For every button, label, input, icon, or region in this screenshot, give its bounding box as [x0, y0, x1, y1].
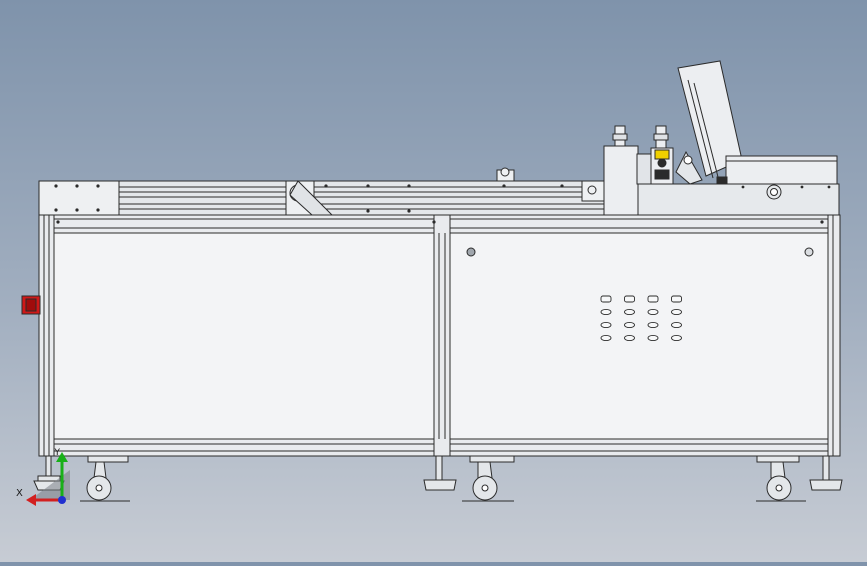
leveling-foot-icon [423, 455, 457, 491]
x-axis-label: X [16, 488, 23, 499]
left-post [38, 214, 55, 457]
control-indicator-icon [624, 334, 635, 342]
control-indicator-icon [600, 295, 612, 303]
control-indicator-icon [647, 334, 659, 342]
z-axis-dot [58, 496, 66, 504]
conveyor-end-plate [38, 180, 120, 216]
control-indicator-icon [647, 308, 659, 316]
knob-icon [657, 158, 667, 168]
panel-fastener-icon [466, 247, 476, 257]
control-indicator-icon [624, 308, 635, 316]
control-indicator-icon [671, 321, 682, 329]
caster-wheel-icon [469, 455, 515, 501]
conveyor-rail [118, 180, 608, 216]
leveling-foot-icon [809, 455, 843, 491]
caster-wheels [33, 455, 843, 502]
control-panel-grid [600, 295, 682, 342]
x-axis-arrowhead [26, 494, 36, 506]
output-tray [725, 155, 838, 185]
emergency-stop-button [21, 295, 41, 315]
control-indicator-icon [647, 295, 659, 303]
y-axis-label: Y [54, 448, 61, 458]
control-indicator-icon [647, 321, 659, 329]
control-indicator-icon [600, 321, 612, 329]
right-door-panel [449, 232, 829, 440]
feeder-assembly [603, 60, 840, 217]
center-post [433, 214, 451, 457]
right-post [827, 214, 841, 457]
conveyor-assembly [38, 167, 608, 216]
feeder-base [637, 183, 840, 216]
y-axis-arrowhead [56, 452, 68, 462]
control-indicator-icon [600, 308, 612, 316]
control-indicator-icon [624, 321, 635, 329]
control-indicator-icon [600, 334, 612, 342]
panel-fastener-icon [804, 247, 814, 257]
cabinet-frame [38, 214, 841, 457]
control-indicator-icon [671, 308, 682, 316]
conveyor-bolts [54, 184, 564, 213]
control-indicator-icon [671, 295, 682, 303]
control-indicator-icon [671, 334, 682, 342]
label-plate [654, 149, 670, 160]
control-indicator-icon [624, 295, 635, 303]
left-door-panel [53, 232, 435, 440]
caster-wheel-icon [756, 455, 800, 501]
feeder-side-plate [603, 145, 639, 217]
coordinate-triad: Y X [16, 448, 70, 506]
caster-wheel-icon [86, 455, 129, 501]
